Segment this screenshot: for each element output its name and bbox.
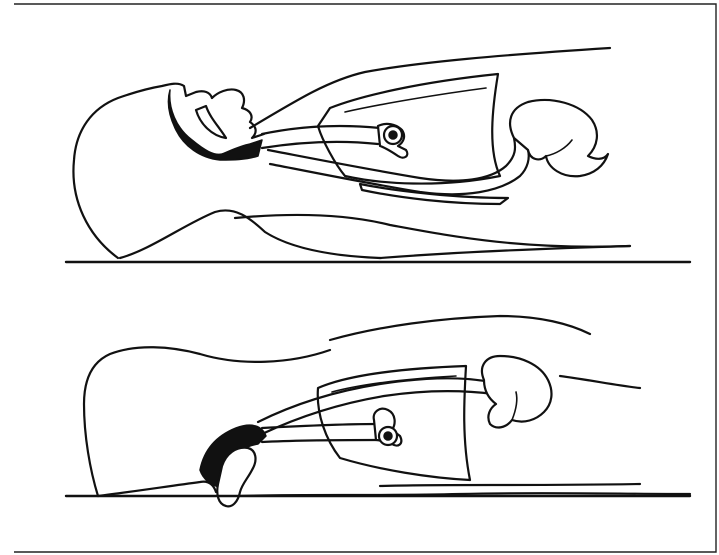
bottom-face-profile [98,482,216,496]
bottom-back-upper [560,376,640,388]
panel-bottom [66,316,690,506]
top-airway-lumen [389,131,397,139]
top-back-outline [235,215,630,247]
bottom-chest-outline [380,484,640,486]
figure-frame [14,4,716,552]
top-back-lower [380,246,630,258]
top-stomach [510,100,608,176]
top-tongue-highlight [196,106,226,138]
bottom-body-outline [330,316,590,340]
panel-top [66,48,690,262]
bottom-airway-lumen [384,432,392,440]
